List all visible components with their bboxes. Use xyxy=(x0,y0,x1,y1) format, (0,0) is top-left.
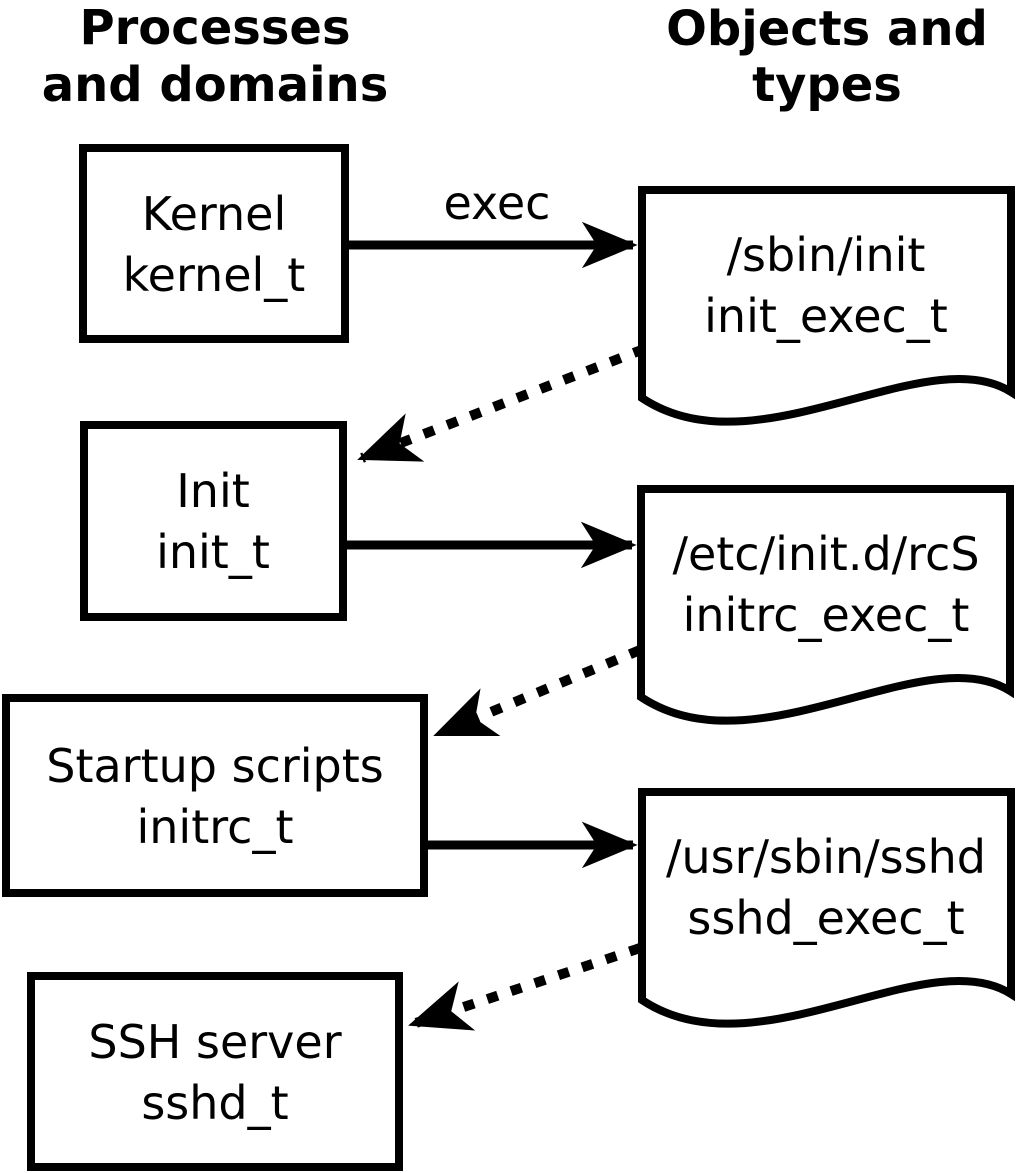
process-node-kernel: Kernel kernel_t xyxy=(79,144,349,343)
object-document-sshd-exec xyxy=(638,788,1015,1028)
object-type-sbin-init: init_exec_t xyxy=(704,289,948,343)
process-type-startup-scripts: initrc_t xyxy=(137,800,294,854)
process-box-ssh-server xyxy=(27,972,403,1171)
right-column-header-line1: Objects and xyxy=(666,1,988,57)
process-name-startup-scripts: Startup scripts xyxy=(46,739,384,793)
object-document-sbin-init xyxy=(638,186,1015,426)
process-node-ssh-server: SSH server sshd_t xyxy=(27,972,403,1171)
exec-arrow-label: exec xyxy=(444,176,551,230)
process-type-kernel: kernel_t xyxy=(123,248,306,302)
right-column-header-line2: types xyxy=(752,57,902,113)
left-column-header-line2: and domains xyxy=(42,57,389,113)
process-type-init: init_t xyxy=(156,525,270,579)
process-type-ssh-server: sshd_t xyxy=(141,1076,288,1130)
object-node-sshd-exec: /usr/sbin/sshd sshd_exec_t xyxy=(638,788,1015,1028)
object-node-sbin-init: /sbin/init init_exec_t xyxy=(638,186,1015,426)
transition-arrow-sshd-exec-to-sshd xyxy=(408,943,642,1031)
process-box-init xyxy=(80,421,347,621)
object-path-sbin-init: /sbin/init xyxy=(727,228,926,282)
process-name-kernel: Kernel xyxy=(142,187,287,241)
process-name-init: Init xyxy=(176,464,250,518)
object-type-rcs: initrc_exec_t xyxy=(683,588,970,642)
process-node-init: Init init_t xyxy=(80,421,347,621)
left-column-header-line1: Processes xyxy=(79,0,350,56)
object-document-rcs xyxy=(637,485,1014,725)
transition-arrow-rcs-to-initrc xyxy=(433,645,642,739)
process-name-ssh-server: SSH server xyxy=(88,1015,341,1069)
process-box-kernel xyxy=(79,144,349,343)
object-type-sshd-exec: sshd_exec_t xyxy=(687,891,964,945)
object-node-rcs: /etc/init.d/rcS initrc_exec_t xyxy=(637,485,1014,725)
transition-arrow-sbin-init-to-init xyxy=(357,344,646,463)
process-box-startup-scripts xyxy=(2,694,428,897)
object-path-sshd-exec: /usr/sbin/sshd xyxy=(666,830,986,884)
object-path-rcs: /etc/init.d/rcS xyxy=(672,527,979,581)
process-node-startup-scripts: Startup scripts initrc_t xyxy=(2,694,428,897)
